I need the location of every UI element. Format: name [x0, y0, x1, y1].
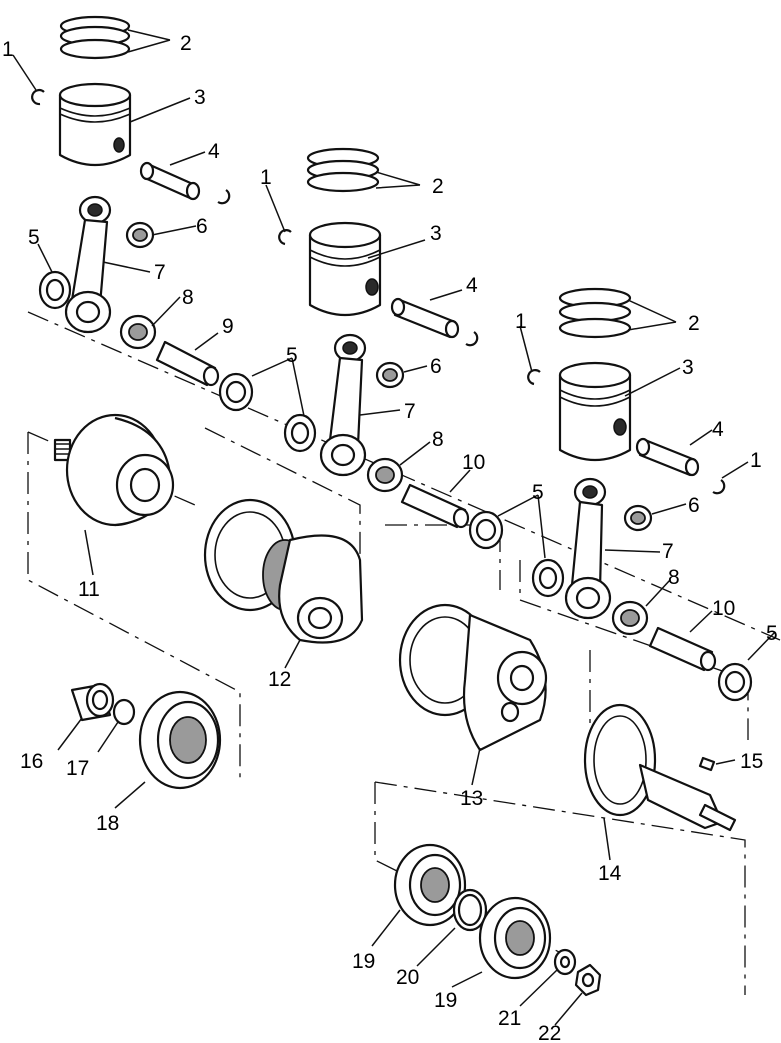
callout-11: 11 — [78, 578, 100, 601]
piston-ring-set-3 — [558, 287, 632, 339]
callout-4: 4 — [712, 418, 724, 441]
connecting-rod-1 — [64, 195, 112, 334]
nut-22 — [574, 963, 602, 997]
circlip-1a — [31, 89, 45, 106]
callout-9: 9 — [222, 315, 234, 338]
callout-3: 3 — [194, 86, 206, 109]
callout-1: 1 — [2, 38, 14, 61]
callout-2: 2 — [432, 175, 444, 198]
crank-web-section-12 — [203, 498, 364, 644]
callout-20: 20 — [396, 966, 419, 989]
callout-15: 15 — [740, 750, 763, 773]
callout-8: 8 — [432, 428, 444, 451]
callout-18: 18 — [96, 812, 119, 835]
callout-21: 21 — [498, 1007, 521, 1030]
ball-bearing-19b — [478, 896, 552, 980]
thrust-washer-1b — [218, 372, 254, 412]
leader-lines — [12, 29, 776, 1026]
callout-6: 6 — [430, 355, 442, 378]
callout-6: 6 — [196, 215, 208, 238]
callout-2: 2 — [688, 312, 700, 335]
callout-19: 19 — [434, 989, 457, 1012]
callout-5: 5 — [532, 481, 544, 504]
piston-ring-set-2 — [306, 147, 380, 193]
callout-7: 7 — [404, 400, 416, 423]
callout-12: 12 — [268, 668, 291, 691]
thrust-washer-2b — [468, 510, 504, 550]
connecting-rod-2 — [319, 333, 367, 477]
callout-1: 1 — [260, 166, 272, 189]
piston-1 — [58, 82, 132, 166]
callout-5: 5 — [286, 344, 298, 367]
callout-1: 1 — [515, 310, 527, 333]
needle-bearing-small-1 — [125, 221, 155, 249]
callout-19: 19 — [352, 950, 375, 973]
callout-4: 4 — [208, 140, 220, 163]
ball-bearing-18 — [138, 690, 222, 790]
piston-pin-1 — [139, 161, 201, 201]
washer-21 — [553, 948, 577, 976]
snap-ring-20 — [452, 888, 488, 932]
piston-2 — [308, 221, 382, 316]
callout-6: 6 — [688, 494, 700, 517]
callout-13: 13 — [460, 787, 483, 810]
callout-8: 8 — [182, 286, 194, 309]
connecting-rod-3 — [564, 477, 612, 620]
callout-labels: 1 2 3 4 1 5 6 7 8 9 2 3 4 1 5 6 7 8 10 2… — [2, 32, 778, 1043]
thrust-washer-1 — [38, 270, 72, 310]
callout-7: 7 — [154, 261, 166, 284]
callout-5: 5 — [28, 226, 40, 249]
callout-3: 3 — [682, 356, 694, 379]
crank-pin-10a — [400, 483, 470, 529]
bearing-16 — [70, 682, 115, 722]
callout-14: 14 — [598, 862, 622, 885]
thrust-washer-3 — [531, 558, 565, 598]
needle-bearing-large-2 — [366, 457, 404, 493]
crank-web-section-13 — [398, 603, 548, 752]
piston-ring-set-1 — [59, 15, 131, 60]
callout-22: 22 — [538, 1022, 561, 1043]
thrust-washer-2 — [283, 413, 317, 453]
callout-4: 4 — [466, 274, 478, 297]
crank-pin-9 — [155, 340, 220, 387]
needle-bearing-small-3 — [623, 504, 653, 532]
needle-bearing-large-1 — [119, 314, 157, 350]
needle-bearing-large-3 — [611, 600, 649, 636]
callout-17: 17 — [66, 757, 89, 780]
piston-pin-3 — [635, 437, 700, 477]
callout-8: 8 — [668, 566, 680, 589]
ball-bearing-19a — [393, 843, 467, 927]
callout-5: 5 — [766, 622, 778, 645]
callout-3: 3 — [430, 222, 442, 245]
circlip-3b — [712, 479, 726, 495]
piston-3 — [558, 361, 632, 461]
callout-7: 7 — [662, 540, 674, 563]
crank-end-section-14 — [583, 703, 737, 832]
circlip-2a — [278, 229, 292, 246]
crank-end-section-11 — [53, 413, 175, 527]
circlip-3a — [527, 369, 541, 386]
callout-1: 1 — [750, 449, 762, 472]
needle-bearing-small-2 — [375, 361, 405, 389]
circlip-1b — [217, 189, 231, 205]
crank-pin-10b — [648, 626, 717, 672]
callout-16: 16 — [20, 750, 43, 773]
callout-10: 10 — [462, 451, 485, 474]
circlip-2b — [465, 331, 479, 347]
key-15 — [698, 756, 716, 772]
piston-pin-2 — [390, 297, 460, 339]
callout-10: 10 — [712, 597, 735, 620]
snap-ring-17 — [112, 698, 136, 726]
thrust-washer-3b — [717, 662, 753, 702]
callout-2: 2 — [180, 32, 192, 55]
